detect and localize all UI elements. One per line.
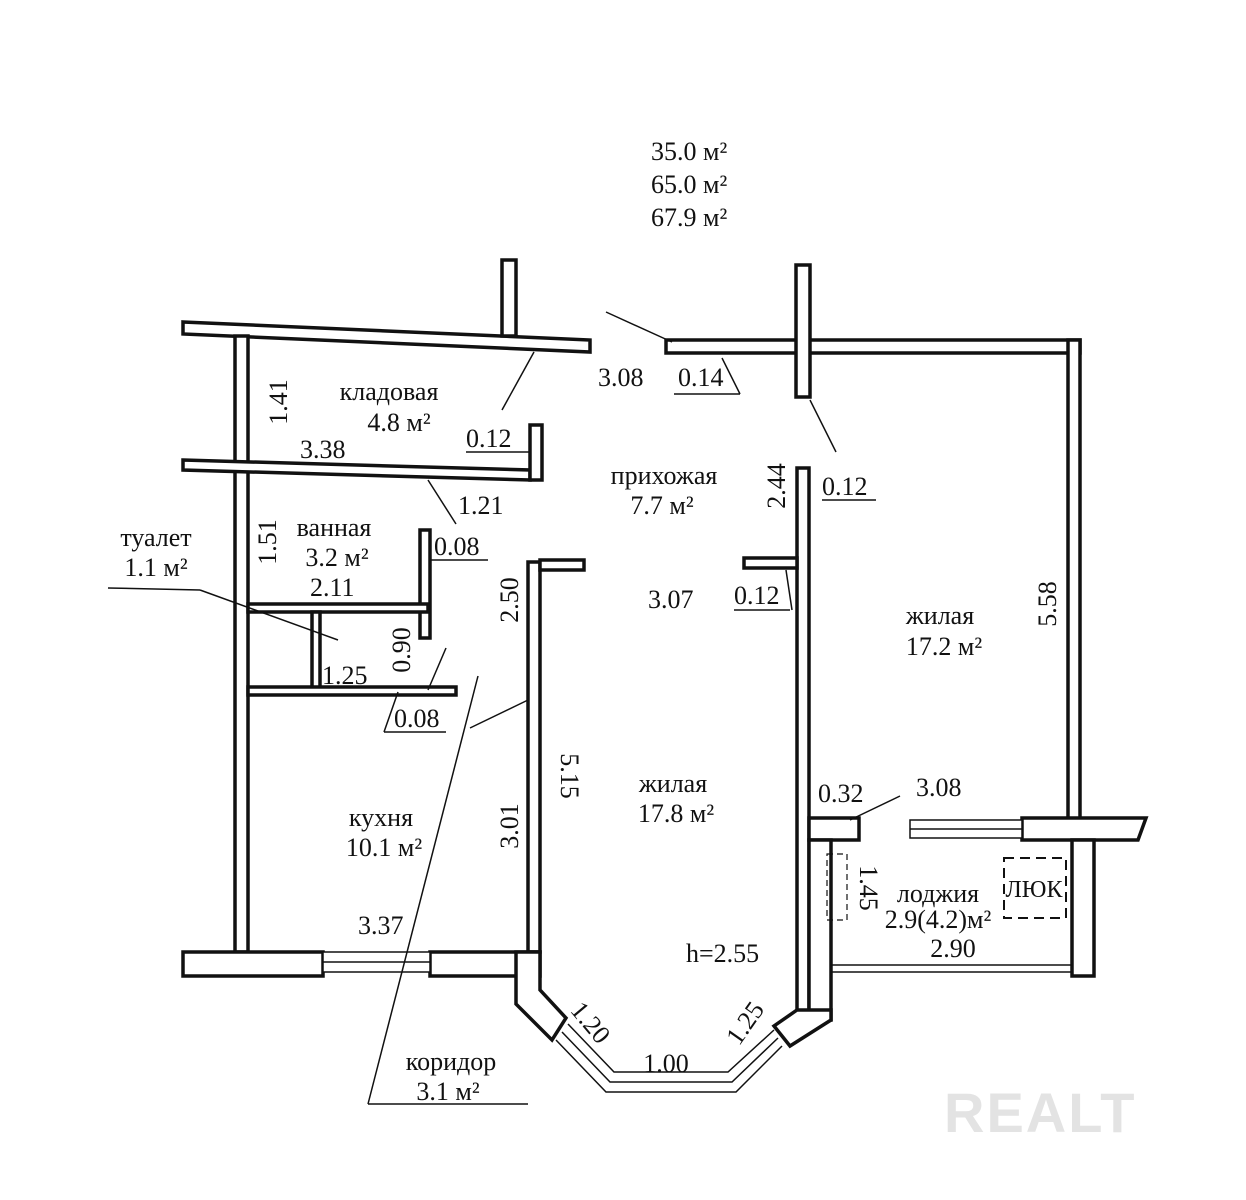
dim-1-00: 1.00	[643, 1049, 689, 1078]
wall-loggia-left	[807, 838, 833, 1022]
dim-0-12-b: 0.12	[822, 472, 868, 501]
room-kitchen-name: кухня	[349, 803, 413, 832]
wall-right	[1066, 338, 1082, 822]
room-storage-name: кладовая	[340, 377, 439, 406]
wall-stub-top-right	[794, 263, 812, 399]
dim-0-14: 0.14	[678, 363, 724, 392]
wall-center-right	[795, 466, 811, 1022]
room-corridor-name: коридор	[406, 1047, 496, 1076]
wall-center-left	[526, 560, 542, 954]
dim-1-45: 1.45	[854, 865, 883, 911]
ceiling-height: h=2.55	[686, 939, 759, 968]
dim-3-37: 3.37	[358, 911, 404, 940]
dim-1-21: 1.21	[458, 491, 504, 520]
dim-5-58: 5.58	[1033, 581, 1062, 627]
room-toilet-name: туалет	[120, 523, 191, 552]
leader-lines	[107, 311, 901, 1105]
dim-2-50: 2.50	[495, 577, 524, 623]
wall-storage-right	[528, 423, 544, 482]
dim-0-08-b: 0.08	[394, 704, 440, 733]
dim-3-08-right: 3.08	[916, 773, 962, 802]
dim-0-08-a: 0.08	[434, 532, 480, 561]
dim-0-12-c: 0.12	[734, 581, 780, 610]
room-living-right-area: 17.2 м²	[906, 632, 982, 661]
window-bay	[555, 1039, 783, 1093]
dim-0-90: 0.90	[387, 627, 416, 673]
dimension-labels: 1.41 3.38 0.12 1.21 3.08 0.14 2.44 0.12 …	[253, 363, 1062, 1078]
room-living-center-area: 17.8 м²	[638, 799, 714, 828]
wall-bath-right	[418, 528, 432, 640]
wall-center-left-cap	[538, 558, 586, 572]
dim-1-51: 1.51	[253, 519, 282, 565]
room-corridor-area: 3.1 м²	[416, 1077, 479, 1106]
dim-1-41: 1.41	[264, 379, 293, 425]
dim-0-32: 0.32	[818, 779, 864, 808]
hatch-box	[1003, 857, 1067, 919]
dim-1-20: 1.20	[565, 996, 616, 1049]
room-hall-name: прихожая	[611, 461, 718, 490]
room-labels: кладовая 4.8 м² прихожая 7.7 м² ванная 3…	[120, 377, 1063, 1106]
windows	[322, 819, 1072, 1093]
wall-bath-bottom	[246, 602, 430, 614]
dim-5-15: 5.15	[555, 753, 584, 799]
summary-areas: 35.0 м² 65.0 м² 67.9 м²	[651, 137, 727, 232]
wall-kitchen-bottom-left	[181, 950, 325, 978]
dim-3-08-top: 3.08	[598, 363, 644, 392]
room-loggia-name: лоджия	[897, 879, 979, 908]
area-total: 67.9 м²	[651, 203, 727, 232]
wall-loggia-top-right	[1020, 816, 1149, 842]
wall-top-right	[664, 338, 1082, 355]
room-bath-name: ванная	[297, 513, 372, 542]
area-living: 35.0 м²	[651, 137, 727, 166]
dim-3-01: 3.01	[495, 803, 524, 849]
wall-bay-right	[771, 1008, 833, 1049]
dim-0-12-a: 0.12	[466, 424, 512, 453]
wall-loggia-top-left	[807, 816, 861, 842]
room-hall-area: 7.7 м²	[630, 491, 693, 520]
walls	[181, 258, 1149, 1049]
wall-bay-left	[514, 950, 569, 1043]
wall-left	[233, 334, 250, 954]
room-toilet-area: 1.1 м²	[124, 553, 187, 582]
dim-3-38: 3.38	[300, 435, 346, 464]
dim-2-11: 2.11	[310, 573, 355, 602]
room-living-center-name: жилая	[638, 769, 707, 798]
wall-toilet-bottom	[246, 685, 458, 697]
dim-2-90: 2.90	[930, 934, 976, 963]
dim-2-44: 2.44	[762, 463, 791, 509]
area-usable: 65.0 м²	[651, 170, 727, 199]
dim-1-25-bay: 1.25	[720, 996, 770, 1050]
hatch-label: ЛЮК	[1006, 877, 1064, 903]
room-living-right-name: жилая	[905, 601, 974, 630]
room-kitchen-area: 10.1 м²	[346, 833, 422, 862]
room-loggia-area: 2.9(4.2)м²	[885, 905, 992, 934]
wall-top-left	[181, 320, 592, 354]
dim-1-25: 1.25	[322, 661, 368, 690]
wall-toilet-right	[310, 610, 322, 690]
room-storage-area: 4.8 м²	[367, 408, 430, 437]
dim-3-07: 3.07	[648, 585, 694, 614]
room-bath-area: 3.2 м²	[305, 543, 368, 572]
wall-stub-top-left	[500, 258, 518, 338]
watermark-logo: REALT	[944, 1081, 1137, 1144]
wall-loggia-right	[1070, 838, 1096, 978]
wall-center-right-cap	[742, 556, 799, 570]
